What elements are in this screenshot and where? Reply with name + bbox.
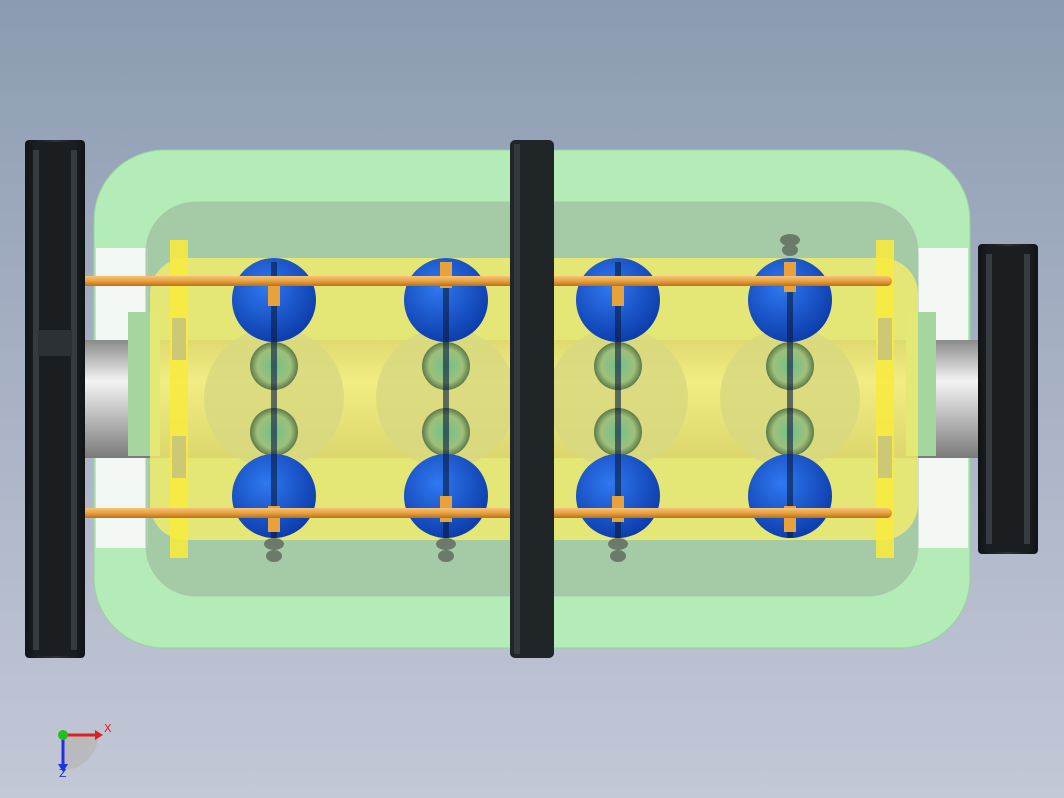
center-flywheel [510, 140, 554, 658]
block-bracket-left [170, 240, 188, 558]
axis-triad [58, 730, 103, 772]
pulley-right [978, 244, 1038, 554]
x-axis-label: X [104, 722, 112, 735]
rod-bottom [80, 508, 892, 518]
block-bracket-right [876, 240, 894, 558]
z-axis-label: Z [59, 767, 67, 780]
rod-top [80, 276, 892, 286]
pulley-left [25, 140, 85, 658]
